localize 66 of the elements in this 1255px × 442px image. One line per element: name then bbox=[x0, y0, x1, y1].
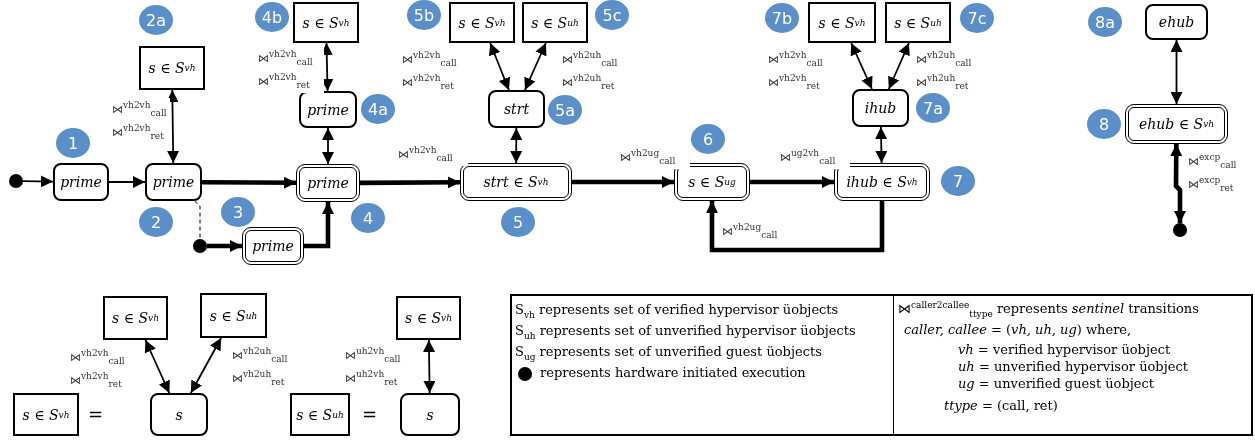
arrow bbox=[207, 240, 242, 252]
arrow bbox=[875, 126, 888, 164]
arrow bbox=[189, 337, 222, 394]
arrow bbox=[510, 127, 523, 164]
start-dot bbox=[1173, 223, 1187, 237]
callout-number: 5c bbox=[595, 0, 629, 30]
arrow bbox=[202, 176, 296, 189]
legend-text: represents hardware initiated execution bbox=[540, 365, 806, 380]
arrow bbox=[572, 176, 674, 188]
legend-text: S$_{vh}$ represents set of verified hypervisor üobjects bbox=[515, 302, 839, 320]
arrow bbox=[706, 201, 885, 253]
arrow bbox=[524, 42, 547, 91]
start-dot bbox=[193, 239, 207, 253]
callout-number: 8 bbox=[1087, 109, 1121, 139]
callout-number: 4b bbox=[255, 2, 289, 32]
legend-text: ttype = (call, ret) bbox=[944, 398, 1058, 413]
legend-text: ug = unverified guest üobject bbox=[958, 376, 1154, 391]
callout-number: 6 bbox=[691, 124, 725, 154]
callout-number: 2 bbox=[139, 207, 173, 237]
callout-number: 3 bbox=[221, 197, 255, 227]
state-box: ihub bbox=[852, 89, 909, 127]
callout-number: 8a bbox=[1088, 7, 1122, 37]
arrow bbox=[489, 42, 511, 91]
state-box: strt bbox=[488, 90, 545, 128]
legend-text: ⋈$^{caller2callee}$$_{ttype}$ represents sentinel transitions bbox=[898, 300, 1199, 319]
arrow bbox=[144, 339, 171, 394]
state-box: ehub bbox=[1145, 4, 1208, 40]
state-box: prime bbox=[145, 163, 202, 201]
double-state-box: prime bbox=[296, 164, 360, 202]
callout-number: 7b bbox=[765, 3, 799, 33]
arrow bbox=[887, 42, 910, 90]
arrow bbox=[423, 339, 436, 394]
callout-number: 5a bbox=[548, 95, 582, 125]
callout-number: 7c bbox=[960, 3, 994, 33]
callout-number: 1 bbox=[56, 128, 90, 158]
dashed-line bbox=[194, 200, 201, 240]
arrow bbox=[304, 202, 334, 249]
arrow bbox=[108, 176, 146, 188]
arrow bbox=[750, 176, 834, 188]
callout-number: 5b bbox=[407, 0, 441, 30]
legend-text: S$_{uh}$ represents set of unverified hypervisor üobjects bbox=[515, 323, 856, 341]
start-dot bbox=[9, 174, 23, 188]
callout-number: 7a bbox=[916, 93, 950, 123]
arrow bbox=[360, 176, 460, 189]
equals-sign: = bbox=[88, 404, 104, 425]
arrow bbox=[166, 89, 180, 164]
double-state-box: prime bbox=[242, 227, 304, 265]
callout-number: 7 bbox=[941, 166, 975, 196]
arrow bbox=[22, 175, 54, 188]
callout-number: 4 bbox=[351, 203, 385, 233]
arrow bbox=[1170, 143, 1186, 223]
arrow bbox=[1170, 39, 1183, 105]
state-box: s bbox=[400, 393, 460, 436]
callout-number: 4a bbox=[361, 94, 395, 124]
legend-text: S$_{ug}$ represents set of unverified guest üobjects bbox=[515, 344, 822, 362]
callout-number: 5 bbox=[501, 207, 535, 237]
arrow bbox=[322, 127, 334, 165]
legend-text: vh = verified hypervisor üobject bbox=[958, 342, 1171, 357]
equals-sign: = bbox=[362, 404, 378, 425]
state-box: s bbox=[150, 393, 208, 436]
arrow bbox=[850, 42, 873, 90]
legend-text: caller, callee = (vh, uh, ug) where, bbox=[904, 322, 1132, 337]
state-box: prime bbox=[299, 91, 357, 128]
legend-text: uh = unverified hypervisor üobject bbox=[958, 359, 1188, 374]
callout-number: 2a bbox=[139, 5, 173, 35]
state-box: prime bbox=[53, 163, 109, 201]
